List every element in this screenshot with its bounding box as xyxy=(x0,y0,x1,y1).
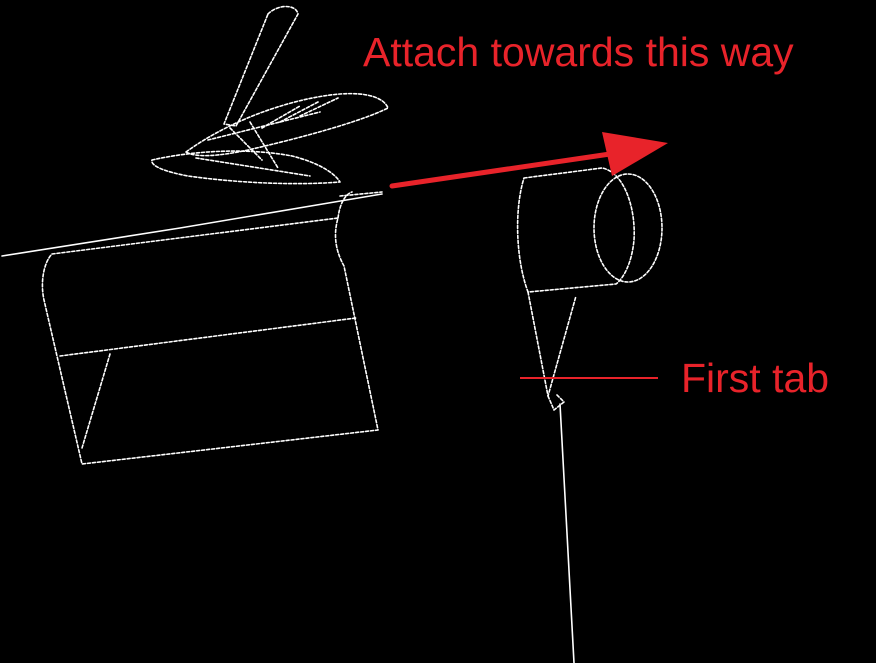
attach-direction-label: Attach towards this way xyxy=(363,29,794,75)
pouch-drawing xyxy=(41,191,383,465)
hanging-string xyxy=(559,403,575,663)
tube-drawing xyxy=(516,167,663,411)
plant-stems-drawing xyxy=(151,5,389,185)
fold-line xyxy=(1,193,383,257)
arrow-right-icon xyxy=(389,132,668,189)
first-tab-label: First tab xyxy=(681,355,830,401)
